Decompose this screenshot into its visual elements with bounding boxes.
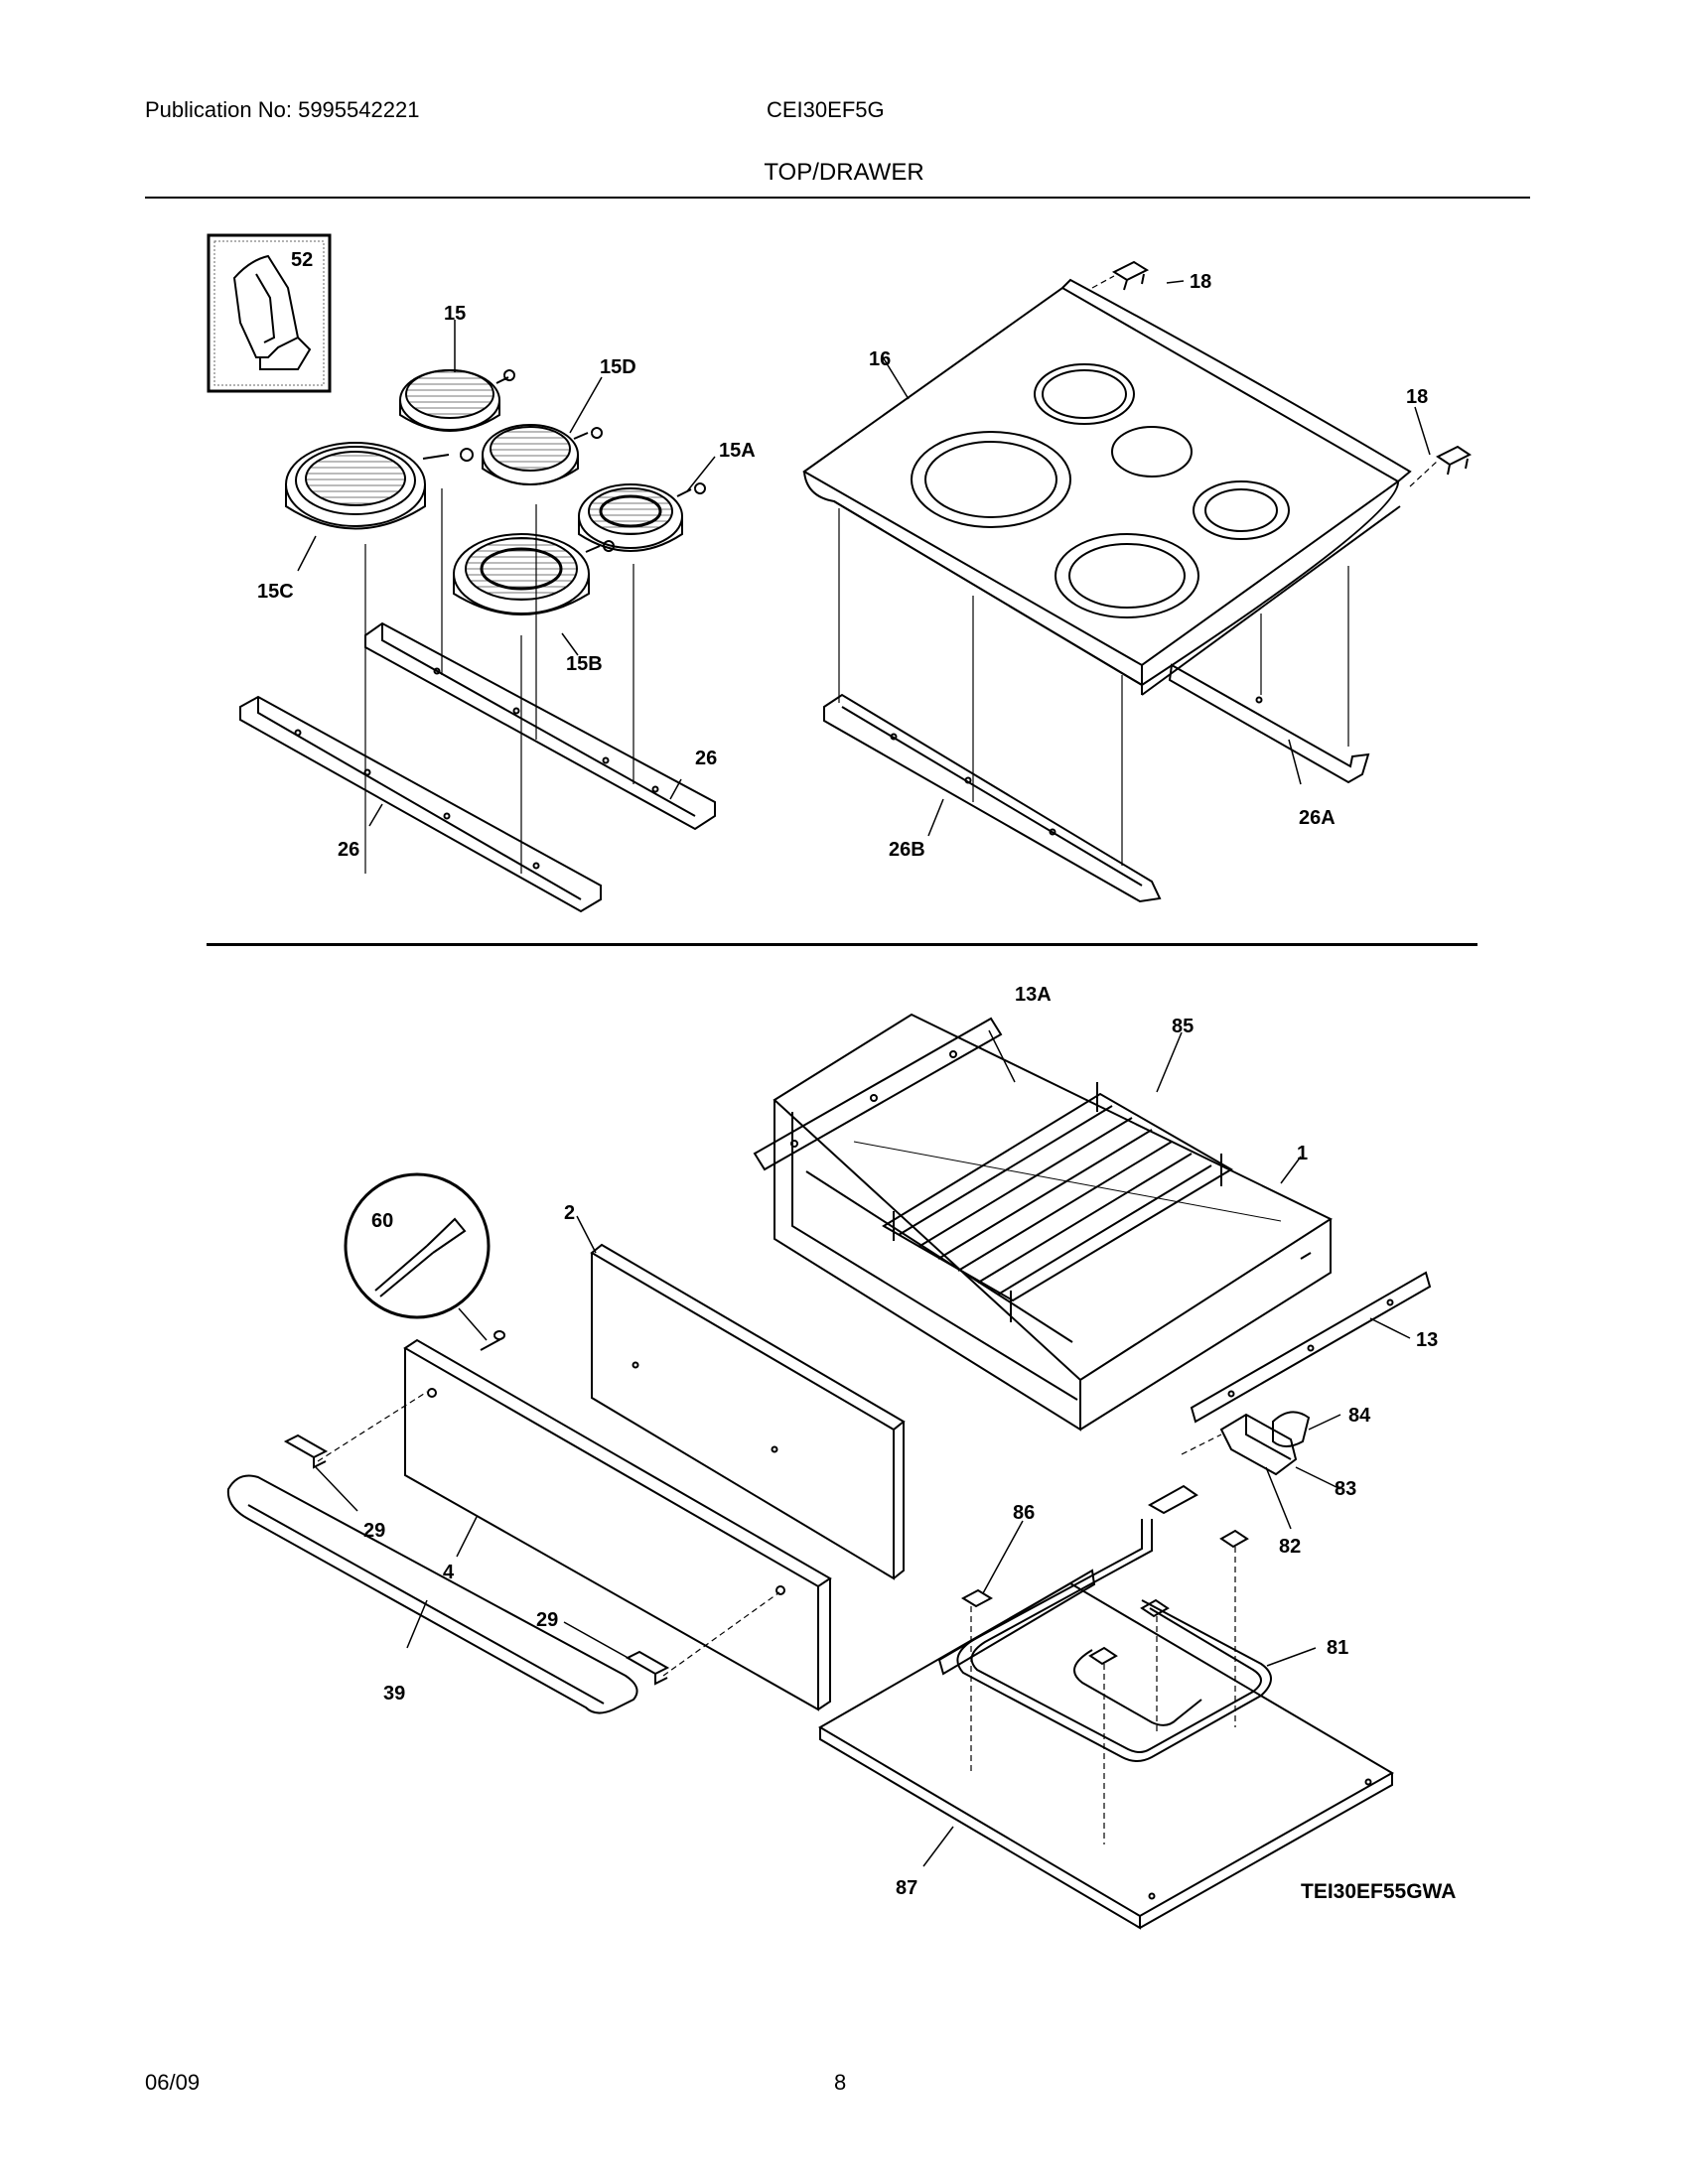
heating-element-81 (956, 1519, 1272, 1762)
callout-60: 60 (371, 1210, 393, 1232)
surface-element-15 (399, 369, 515, 432)
surface-element-15b (453, 533, 615, 615)
surface-element-15d (482, 424, 603, 485)
callout-13a: 13A (1015, 984, 1052, 1006)
callout-18-right: 18 (1406, 386, 1428, 408)
callout-26-rear: 26 (695, 748, 717, 769)
clip-86 (960, 1588, 994, 1608)
callout-82: 82 (1279, 1536, 1301, 1558)
callout-15: 15 (444, 303, 466, 325)
callout-15d: 15D (600, 356, 636, 378)
section-divider (207, 943, 1477, 946)
hinge-clip-18-top (1111, 260, 1150, 291)
handle-bracket-29-left (283, 1433, 329, 1469)
callout-84: 84 (1348, 1405, 1371, 1427)
publication-number: Publication No: 5995542221 (145, 97, 420, 122)
callout-15c: 15C (257, 581, 294, 603)
callout-13: 13 (1416, 1329, 1438, 1351)
callout-29-left: 29 (363, 1520, 385, 1542)
support-rail-26-front (239, 695, 602, 913)
drawer-front-4 (403, 1338, 832, 1711)
callout-39: 39 (383, 1683, 405, 1705)
diagram-code: TEI30EF55GWA (1301, 1880, 1456, 1903)
callout-81: 81 (1327, 1637, 1348, 1659)
drawer-rack-85 (882, 1082, 1233, 1322)
screw-detail-60 (344, 1172, 491, 1319)
callout-26a: 26A (1299, 807, 1336, 829)
publication-date: 06/09 (145, 2070, 201, 2095)
support-rail-26-rear (364, 621, 716, 831)
bracket-83 (1219, 1413, 1298, 1476)
leader-lines (297, 280, 1431, 1867)
side-rail-13 (1190, 1271, 1432, 1424)
surface-element-15c (285, 442, 474, 530)
inset-knob-52 (207, 233, 332, 393)
callout-26-front: 26 (338, 839, 359, 861)
callout-1: 1 (1297, 1143, 1308, 1164)
callout-4: 4 (443, 1562, 455, 1583)
element-alignment-lines (364, 488, 634, 874)
page-number: 8 (834, 2070, 847, 2095)
model-number: CEI30EF5G (767, 97, 885, 122)
assembly-dash-lines (970, 1547, 1236, 1844)
surface-element-15a (578, 482, 706, 552)
page-title: TOP/DRAWER (764, 159, 924, 186)
callout-15a: 15A (719, 440, 756, 462)
drawer-body-1 (773, 1013, 1334, 1432)
cooktop-glass-16 (802, 278, 1412, 696)
drawer-panel-2 (590, 1243, 906, 1580)
header-rule (145, 197, 1530, 199)
callout-29-right: 29 (536, 1609, 558, 1631)
front-trim-26b (823, 693, 1162, 903)
rear-trim-26a (1168, 663, 1370, 784)
side-rail-13a (753, 1017, 1003, 1171)
callout-26b: 26B (889, 839, 925, 861)
block-84 (1272, 1411, 1311, 1447)
callout-2: 2 (564, 1202, 575, 1224)
handle-bracket-29-right (625, 1650, 670, 1686)
callout-87: 87 (896, 1877, 917, 1899)
callout-83: 83 (1335, 1478, 1356, 1500)
hinge-clip-18-right (1436, 445, 1472, 476)
callout-52: 52 (291, 249, 313, 271)
drawer-handle-39 (226, 1474, 638, 1714)
callout-18-top: 18 (1190, 271, 1211, 293)
callout-15b: 15B (566, 653, 603, 675)
callout-16: 16 (869, 348, 891, 370)
cooktop-alignment-lines (838, 508, 1349, 866)
callout-86: 86 (1013, 1502, 1035, 1524)
callout-85: 85 (1172, 1016, 1194, 1037)
